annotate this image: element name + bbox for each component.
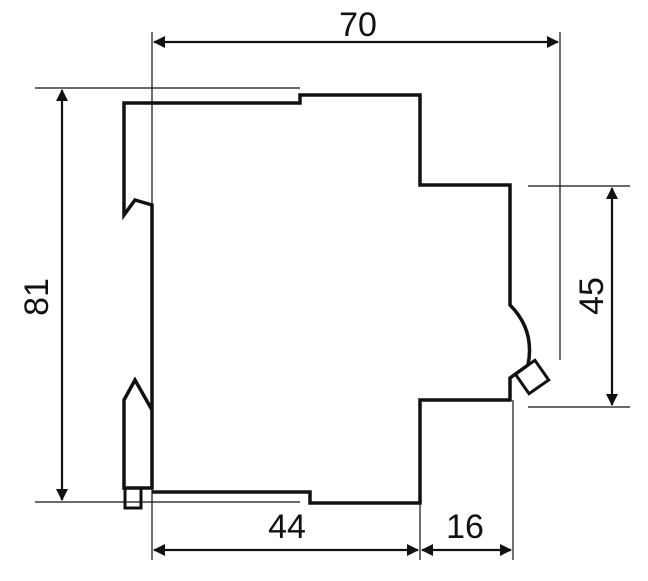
din-clip-tab (123, 486, 143, 510)
dimension-label-height: 81 (18, 278, 56, 316)
dimension-label-depth: 44 (268, 508, 306, 546)
dimension-lines (56, 36, 618, 556)
device-outline (122, 93, 551, 510)
extension-lines (35, 32, 630, 560)
device-body-outline (122, 93, 532, 505)
dimension-label-protrusion: 16 (446, 508, 484, 546)
dimension-label-front-height: 45 (573, 277, 611, 315)
operating-toggle (513, 358, 551, 396)
dimension-label-width: 70 (339, 6, 377, 44)
